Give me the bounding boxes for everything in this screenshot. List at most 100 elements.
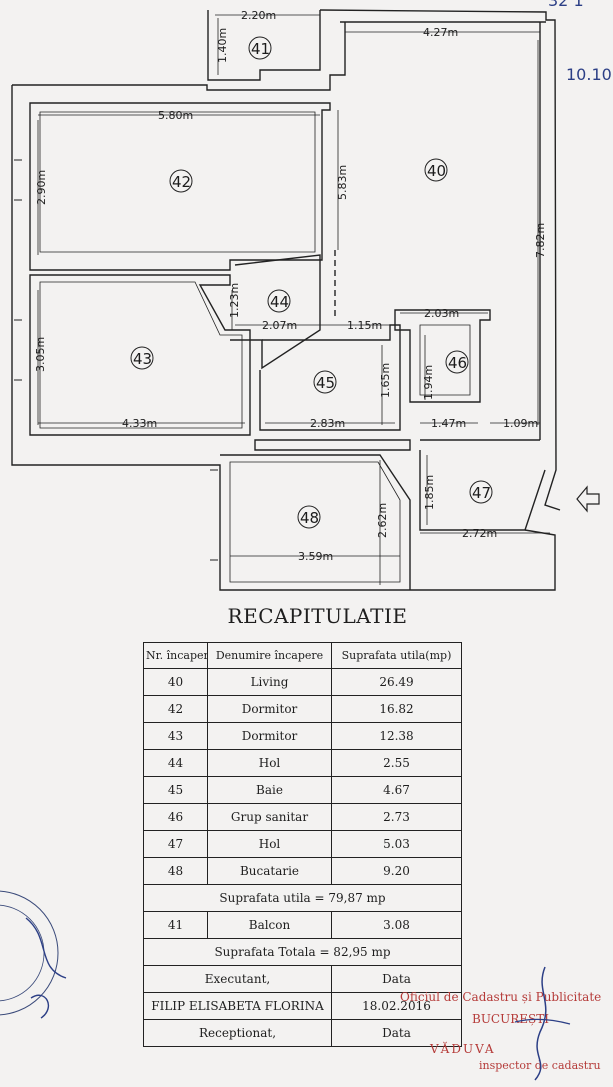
cell-name: Grup sanitar <box>207 803 332 831</box>
cell-nr: 41 <box>143 911 208 939</box>
stamp-text: VĂDUVA <box>430 1042 496 1056</box>
table-header-row: Nr. încapere Denumire încapere Suprafata… <box>143 642 462 669</box>
cell-name: Dormitor <box>207 722 332 750</box>
grand-total-row: Suprafata Totala = 82,95 mp <box>143 938 462 966</box>
useful-total-row: Suprafata utila = 79,87 mp <box>143 884 462 912</box>
receptionat-row: Receptionat,Data <box>143 1019 462 1047</box>
room-43-walls <box>29 274 251 436</box>
exterior-wall-left <box>11 85 556 591</box>
room-42-walls <box>29 102 331 271</box>
stamp-text: Oficiul de Cadastru și Publicitate <box>400 990 602 1004</box>
header-cell: Nr. încapere <box>143 642 208 669</box>
room-number: 40 <box>427 162 446 180</box>
room-44-walls <box>230 254 321 370</box>
date-label: Data <box>331 965 462 993</box>
dim-label: 5.80m <box>158 109 193 122</box>
dim-label: 1.94m <box>422 365 435 400</box>
room-number: 47 <box>472 484 491 502</box>
floor-plan: 2.20m 1.40m 4.27m 5.80m 2.90m 5.83m 7.82… <box>11 0 612 591</box>
dim-label: 4.33m <box>122 417 157 430</box>
receptionat-label: Receptionat, <box>143 1019 332 1047</box>
cell-nr: 43 <box>143 722 208 750</box>
room-47-walls <box>419 450 546 531</box>
cell-name: Baie <box>207 776 332 804</box>
cell-area: 4.67 <box>331 776 462 804</box>
room-number: 42 <box>172 173 191 191</box>
dim-label: 5.83m <box>336 165 349 200</box>
dim-label: 1.40m <box>216 28 229 63</box>
dim-label: 2.83m <box>310 417 345 430</box>
seal-stamp <box>0 890 67 1019</box>
useful-total: Suprafata utila = 79,87 mp <box>143 884 462 912</box>
signature-mark <box>514 966 571 1081</box>
room-number: 43 <box>133 350 152 368</box>
cell-area: 2.55 <box>331 749 462 777</box>
cell-name: Hol <box>207 749 332 777</box>
room-48-walls <box>220 454 411 590</box>
dim-label: 2.90m <box>35 170 48 205</box>
cell-area: 9.20 <box>331 857 462 885</box>
dim-label: 7.82m <box>534 223 547 258</box>
cell-area: 12.38 <box>331 722 462 750</box>
dim-label: 1.23m <box>228 283 241 318</box>
cell-name: Balcon <box>207 911 332 939</box>
cell-area: 5.03 <box>331 830 462 858</box>
executant-label-row: Executant,Data <box>143 965 462 993</box>
cell-nr: 42 <box>143 695 208 723</box>
room-number: 41 <box>251 40 270 58</box>
cell-area: 3.08 <box>331 911 462 939</box>
dim-label: 4.27m <box>423 26 458 39</box>
room-number: 46 <box>448 354 467 372</box>
dim-label: 1.65m <box>379 363 392 398</box>
executant-label: Executant, <box>143 965 332 993</box>
recap-title: RECAPITULATIE <box>227 604 408 628</box>
room-46-walls <box>394 309 491 403</box>
dim-label: 2.72m <box>462 527 497 540</box>
date-label-2: Data <box>331 1019 462 1047</box>
handwritten-note: 10.10 <box>566 65 612 84</box>
dim-label: 1.47m <box>431 417 466 430</box>
dim-label: 2.07m <box>262 319 297 332</box>
cell-name: Bucatarie <box>207 857 332 885</box>
header-cell: Suprafata utila(mp) <box>331 642 462 669</box>
room-number: 48 <box>300 509 319 527</box>
room-number: 44 <box>270 293 289 311</box>
executant-name: FILIP ELISABETA FLORINA <box>143 992 332 1020</box>
dim-label: 3.59m <box>298 550 333 563</box>
cell-area: 26.49 <box>331 668 462 696</box>
cell-area: 2.73 <box>331 803 462 831</box>
exterior-wall-top <box>319 9 561 511</box>
dim-label: 1.15m <box>347 319 382 332</box>
cell-nr: 44 <box>143 749 208 777</box>
room-number: 45 <box>316 374 335 392</box>
dim-label: 2.03m <box>424 307 459 320</box>
cell-nr: 46 <box>143 803 208 831</box>
cell-area: 16.82 <box>331 695 462 723</box>
recap-table: Nr. încapere Denumire încapere Suprafata… <box>143 642 462 1047</box>
dim-label: 1.09m <box>503 417 538 430</box>
cell-nr: 45 <box>143 776 208 804</box>
entrance-arrow-icon <box>576 485 600 513</box>
cell-name: Hol <box>207 830 332 858</box>
stamp-text: inspector de cadastru <box>479 1059 601 1072</box>
cell-nr: 47 <box>143 830 208 858</box>
cell-name: Living <box>207 668 332 696</box>
dim-label: 3.05m <box>34 337 47 372</box>
room-45-walls <box>259 324 401 431</box>
dim-label: 1.85m <box>423 475 436 510</box>
balcony-wall <box>207 10 321 81</box>
cell-name: Dormitor <box>207 695 332 723</box>
header-cell: Denumire încapere <box>207 642 332 669</box>
dim-label: 2.20m <box>241 9 276 22</box>
grand-total: Suprafata Totala = 82,95 mp <box>143 938 462 966</box>
